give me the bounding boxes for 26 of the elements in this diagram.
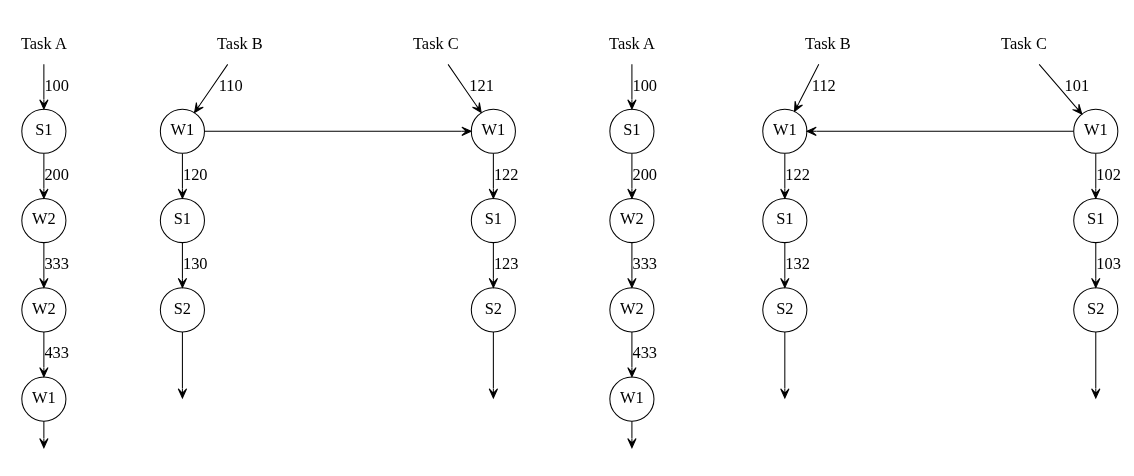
node-text: Task A: [609, 34, 655, 54]
edge-label: 433: [632, 343, 658, 363]
edge-label: 121: [469, 75, 494, 95]
edge-label: 102: [1096, 164, 1121, 184]
node-text: Task B: [805, 34, 851, 54]
edge-label: 101: [1064, 75, 1090, 95]
node-text: Task C: [1001, 34, 1047, 54]
node-text: Task C: [413, 34, 459, 54]
edge-label: 100: [632, 75, 658, 95]
edge-label: 112: [811, 75, 836, 95]
edge-label: 200: [632, 164, 658, 184]
edge-label: 110: [218, 75, 243, 95]
edge-label: 120: [182, 164, 208, 184]
edge-label: 433: [44, 343, 69, 363]
edge-label: 132: [785, 254, 810, 274]
edge-label: 122: [785, 164, 810, 184]
edge-label: 333: [44, 254, 69, 274]
node-text: Task B: [216, 34, 263, 54]
edge-label: 200: [44, 164, 69, 184]
edge-label: 130: [182, 254, 208, 274]
edge-label: 100: [44, 75, 69, 95]
edge-label: 333: [632, 254, 658, 274]
edge-label: 122: [493, 164, 519, 184]
node-text: Task A: [20, 34, 67, 54]
edge-label: 103: [1096, 254, 1121, 274]
edge-label: 123: [493, 254, 519, 274]
